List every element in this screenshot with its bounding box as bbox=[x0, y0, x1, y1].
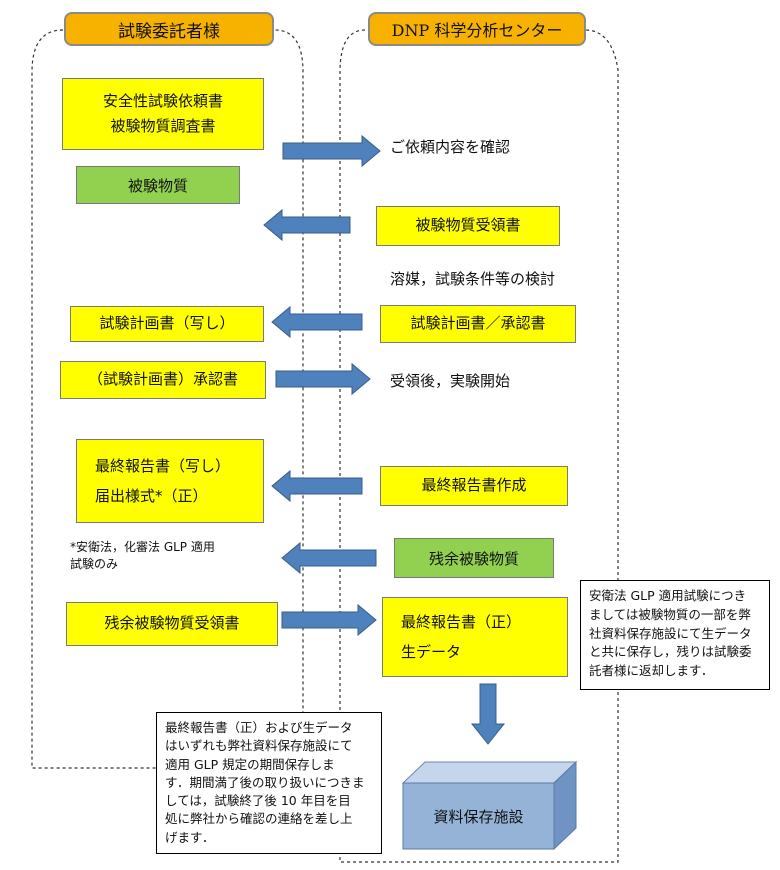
box-final-report-original: 最終報告書（正） 生データ bbox=[382, 597, 568, 677]
box-final-report-original-line2: 生データ bbox=[401, 643, 462, 661]
arrow-down-storage bbox=[470, 683, 506, 745]
box-residual-receipt-label: 残余被験物質受領書 bbox=[104, 614, 240, 633]
label-confirm-request: ご依頼内容を確認 bbox=[390, 138, 511, 156]
storage-facility-label: 資料保存施設 bbox=[433, 807, 524, 826]
label-start-experiment: 受領後，実験開始 bbox=[390, 372, 511, 390]
note-storage-period-line: しては，試験終了後 10 年目を目 bbox=[165, 793, 351, 808]
note-storage-period-line: 適用 GLP 規定の期間保存しま bbox=[165, 756, 335, 772]
footnote-glp: *安衛法，化審法 GLP 適用 試験のみ bbox=[70, 539, 215, 574]
note-glp-substance-line: 安衛法 GLP 適用試験につき bbox=[589, 588, 747, 603]
footnote-glp-line1: *安衛法，化審法 GLP 適用 bbox=[70, 540, 215, 554]
note-storage-period-line: はいずれも弊社資料保存施設にて bbox=[165, 738, 353, 754]
box-test-request-line1: 安全性試験依頼書 bbox=[102, 91, 223, 110]
storage-cube-top bbox=[401, 761, 578, 784]
label-consider-conditions: 溶媒，試験条件等の検討 bbox=[390, 270, 556, 288]
left-lane-border bbox=[31, 29, 304, 769]
box-test-request-line2: 被験物質調査書 bbox=[110, 117, 216, 135]
note-storage-period-line: 最終報告書（正）および生データ bbox=[165, 720, 353, 735]
lane-header-client: 試験委託者様 bbox=[64, 12, 274, 46]
box-substance-receipt: 被験物質受領書 bbox=[376, 206, 560, 246]
box-plan-approval-client-label: （試験計画書）承認書 bbox=[87, 370, 238, 389]
note-glp-substance: 安衛法 GLP 適用試験につき ましては被験物質の一部を弊 社資料保存施設にて生… bbox=[580, 580, 770, 690]
box-residual-substance-label: 残余被験物質 bbox=[428, 549, 519, 568]
lane-header-client-label: 試験委託者様 bbox=[118, 21, 220, 42]
note-glp-substance-line: 託者様に返却します． bbox=[589, 663, 714, 678]
lane-header-center-label: DNP 科学分析センター bbox=[391, 21, 563, 40]
note-glp-substance-line: 社資料保存施設にて生データ bbox=[589, 625, 752, 641]
arrow-right-approval bbox=[275, 362, 371, 396]
box-plan-copy: 試験計画書（写し） bbox=[70, 306, 264, 342]
box-plan-copy-label: 試験計画書（写し） bbox=[99, 314, 235, 333]
note-glp-substance-line: と共に保存し，残りは試験委 bbox=[589, 644, 752, 660]
box-final-report-original-line1: 最終報告書（正） bbox=[401, 613, 522, 631]
arrow-left-final bbox=[271, 469, 363, 503]
box-final-report-create-label: 最終報告書作成 bbox=[421, 476, 527, 495]
box-final-report-copy: 最終報告書（写し） 届出様式*（正） bbox=[76, 439, 264, 523]
box-plan-approval-center: 試験計画書／承認書 bbox=[380, 305, 576, 343]
box-test-request: 安全性試験依頼書 被験物質調査書 bbox=[62, 78, 264, 150]
arrow-right-request bbox=[282, 134, 381, 168]
footnote-glp-line2: 試験のみ bbox=[70, 557, 119, 572]
arrow-right-residual-receipt bbox=[281, 603, 377, 637]
box-residual-substance: 残余被験物質 bbox=[394, 538, 554, 578]
note-storage-period-line: す．期間満了後の取り扱いにつきま bbox=[165, 774, 365, 790]
note-storage-period: 最終報告書（正）および生データ はいずれも弊社資料保存施設にて 適用 GLP 規… bbox=[156, 712, 382, 854]
note-storage-period-line: 処に弊社から確認の連絡を差し上 bbox=[165, 811, 353, 827]
note-storage-period-line: げます． bbox=[165, 829, 215, 845]
storage-cube-front bbox=[402, 782, 555, 850]
box-substance-receipt-label: 被験物質受領書 bbox=[415, 216, 521, 235]
box-test-substance-label: 被験物質 bbox=[127, 176, 188, 195]
box-plan-approval-center-label: 試験計画書／承認書 bbox=[410, 314, 546, 333]
arrow-left-plan bbox=[271, 305, 363, 339]
box-final-report-copy-line1: 最終報告書（写し） bbox=[95, 457, 231, 475]
arrow-left-receipt bbox=[263, 208, 351, 242]
box-final-report-create: 最終報告書作成 bbox=[380, 466, 568, 506]
lane-header-center: DNP 科学分析センター bbox=[368, 12, 586, 46]
note-glp-substance-line: ましては被験物質の一部を弊 bbox=[589, 606, 751, 622]
box-test-substance: 被験物質 bbox=[76, 166, 240, 204]
box-plan-approval-client: （試験計画書）承認書 bbox=[60, 361, 266, 399]
box-final-report-copy-line2: 届出様式*（正） bbox=[95, 487, 208, 505]
box-residual-receipt: 残余被験物質受領書 bbox=[66, 602, 278, 646]
arrow-left-residual bbox=[281, 541, 377, 575]
